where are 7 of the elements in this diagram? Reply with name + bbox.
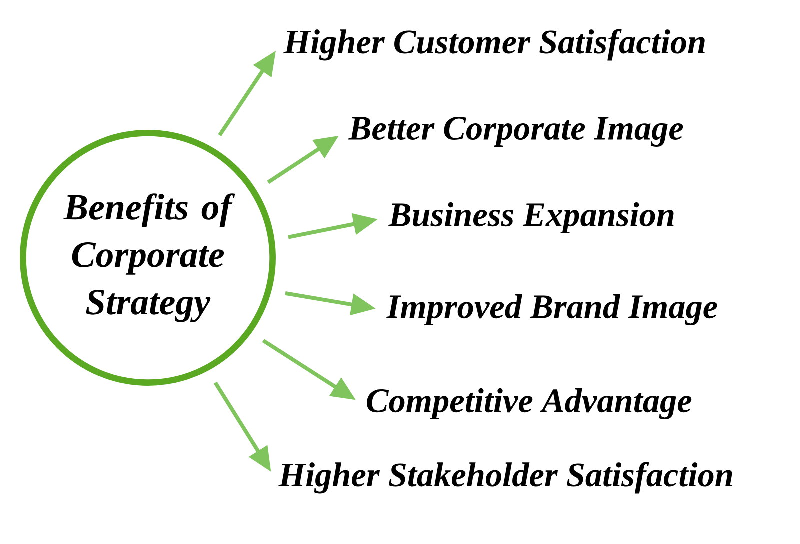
circle-node: Benefits of Corporate Strategy <box>20 130 276 386</box>
benefit-text: Improved Brand Image <box>386 294 718 326</box>
benefit-text: Better Corporate Image <box>348 117 684 147</box>
benefit-text: Higher Stakeholder Satisfaction <box>278 462 732 494</box>
benefit-text: Higher Customer Satisfaction <box>284 29 705 61</box>
benefit-text: Competitive Advantage <box>367 388 692 420</box>
benefit-text: Business Expansion <box>388 202 674 234</box>
